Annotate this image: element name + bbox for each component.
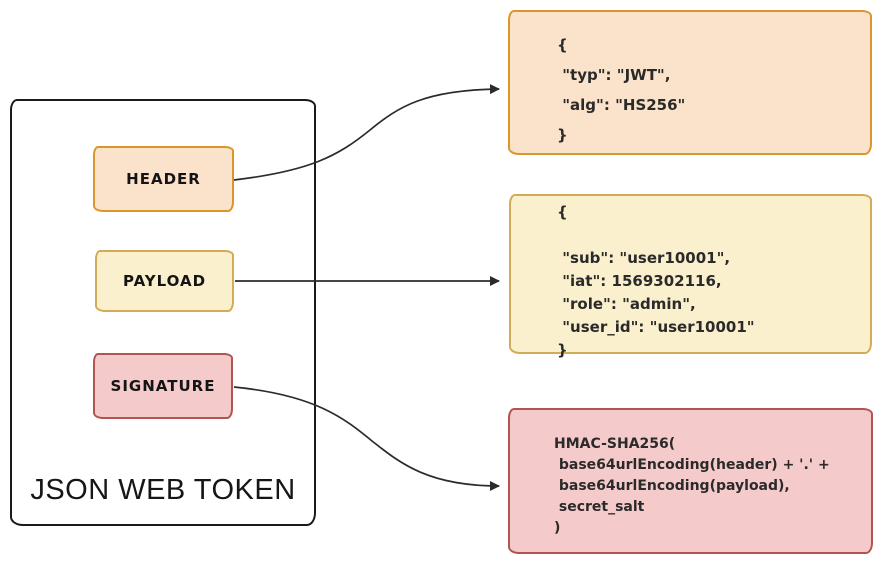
header-json-code: { "typ": "JWT", "alg": "HS256" }	[557, 36, 686, 144]
payload-json-code: { "sub": "user10001", "iat": 1569302116,…	[557, 203, 755, 359]
jwt-part-payload-label: PAYLOAD	[122, 272, 207, 290]
signature-detail-box	[508, 408, 873, 554]
jwt-part-signature-label: SIGNATURE	[110, 377, 216, 395]
jwt-part-signature-box: SIGNATURE	[93, 353, 233, 419]
jwt-part-payload-box: PAYLOAD	[95, 250, 234, 312]
header-detail-box	[508, 10, 872, 155]
jwt-part-header-label: HEADER	[126, 170, 201, 188]
jwt-part-header-box: HEADER	[93, 146, 234, 212]
signature-formula-code: HMAC-SHA256( base64urlEncoding(header) +…	[554, 436, 830, 536]
jwt-title: JSON WEB TOKEN	[30, 474, 296, 506]
payload-detail-box	[509, 194, 872, 354]
